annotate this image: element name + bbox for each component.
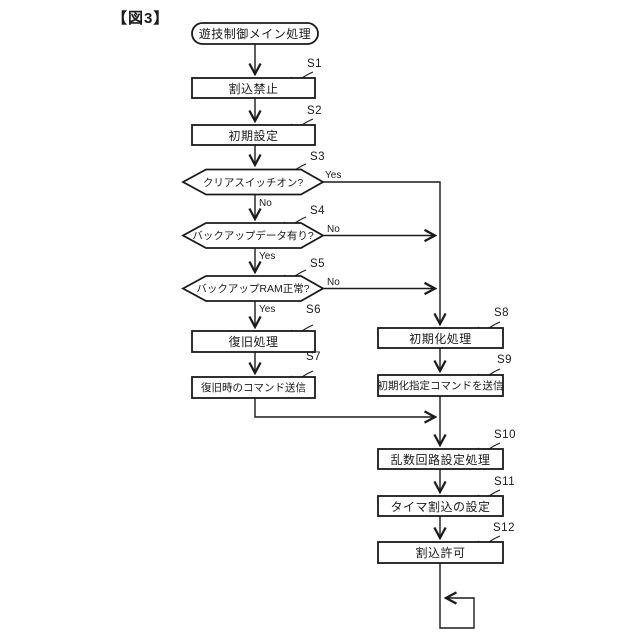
- step-s5-label: バックアップRAM正常?: [196, 283, 310, 295]
- step-s4-label: バックアップデータ有り?: [192, 230, 314, 242]
- step-s6-shape: [191, 330, 316, 353]
- step-s12-shape: [377, 541, 504, 564]
- step-s8-tag: S8: [494, 307, 510, 319]
- step-s3-label: クリアスイッチオン?: [202, 176, 304, 189]
- step-s7-label: 復旧時のコマンド送信: [201, 382, 306, 394]
- step-s7-tag: S7: [306, 351, 322, 363]
- step-s6-label: 復旧処理: [228, 335, 279, 349]
- step-s7-shape: [191, 376, 316, 399]
- step-s4-tag: S4: [310, 205, 326, 217]
- step-s10-tag: S10: [494, 429, 516, 441]
- step-s8-label: 初期化処理: [409, 331, 472, 346]
- s4-yes-label: Yes: [259, 251, 276, 262]
- step-s11-shape: [377, 495, 504, 517]
- s3-yes-label: Yes: [325, 170, 342, 181]
- step-s2-shape: [191, 124, 316, 146]
- step-s1-tag: S1: [307, 58, 323, 70]
- step-s5-tag: S5: [310, 258, 326, 270]
- figure-label: 【図3】: [112, 10, 170, 27]
- step-s6-tag: S6: [306, 304, 322, 316]
- step-s11-label: タイマ割込の設定: [390, 499, 491, 514]
- step-s8-shape: [377, 327, 504, 349]
- s5-yes-label: Yes: [259, 304, 276, 315]
- step-s10-label: 乱数回路設定処理: [390, 452, 491, 467]
- arrow-loop-back: [439, 563, 475, 629]
- arrow-s3-yes-to-s8: [323, 181, 440, 324]
- step-s2-label: 初期設定: [228, 128, 279, 143]
- s3-no-label: No: [259, 198, 272, 209]
- s5-no-label: No: [327, 277, 340, 288]
- step-s5-decision-shape: [181, 275, 325, 302]
- step-s1-label: 割込禁止: [228, 81, 279, 96]
- step-s12-label: 割込許可: [415, 546, 466, 560]
- step-s9-shape: [377, 374, 504, 397]
- step-s9-label: 初期化指定コマンドを送信: [377, 380, 504, 392]
- step-s3-tag: S3: [310, 151, 326, 163]
- step-s4-decision-shape: [181, 222, 325, 249]
- arrow-s7-to-junction: [254, 398, 435, 417]
- start-terminal-label: 遊技制御メイン処理: [198, 27, 312, 41]
- step-s10-shape: [377, 448, 504, 470]
- step-s11-tag: S11: [494, 476, 516, 488]
- step-s9-tag: S9: [497, 354, 513, 366]
- step-s1-shape: [191, 77, 316, 99]
- step-s2-tag: S2: [307, 105, 323, 117]
- step-s3-decision-shape: [181, 168, 325, 196]
- s4-no-label: No: [327, 224, 340, 235]
- start-terminal-shape: [191, 22, 319, 45]
- step-s12-tag: S12: [493, 522, 515, 534]
